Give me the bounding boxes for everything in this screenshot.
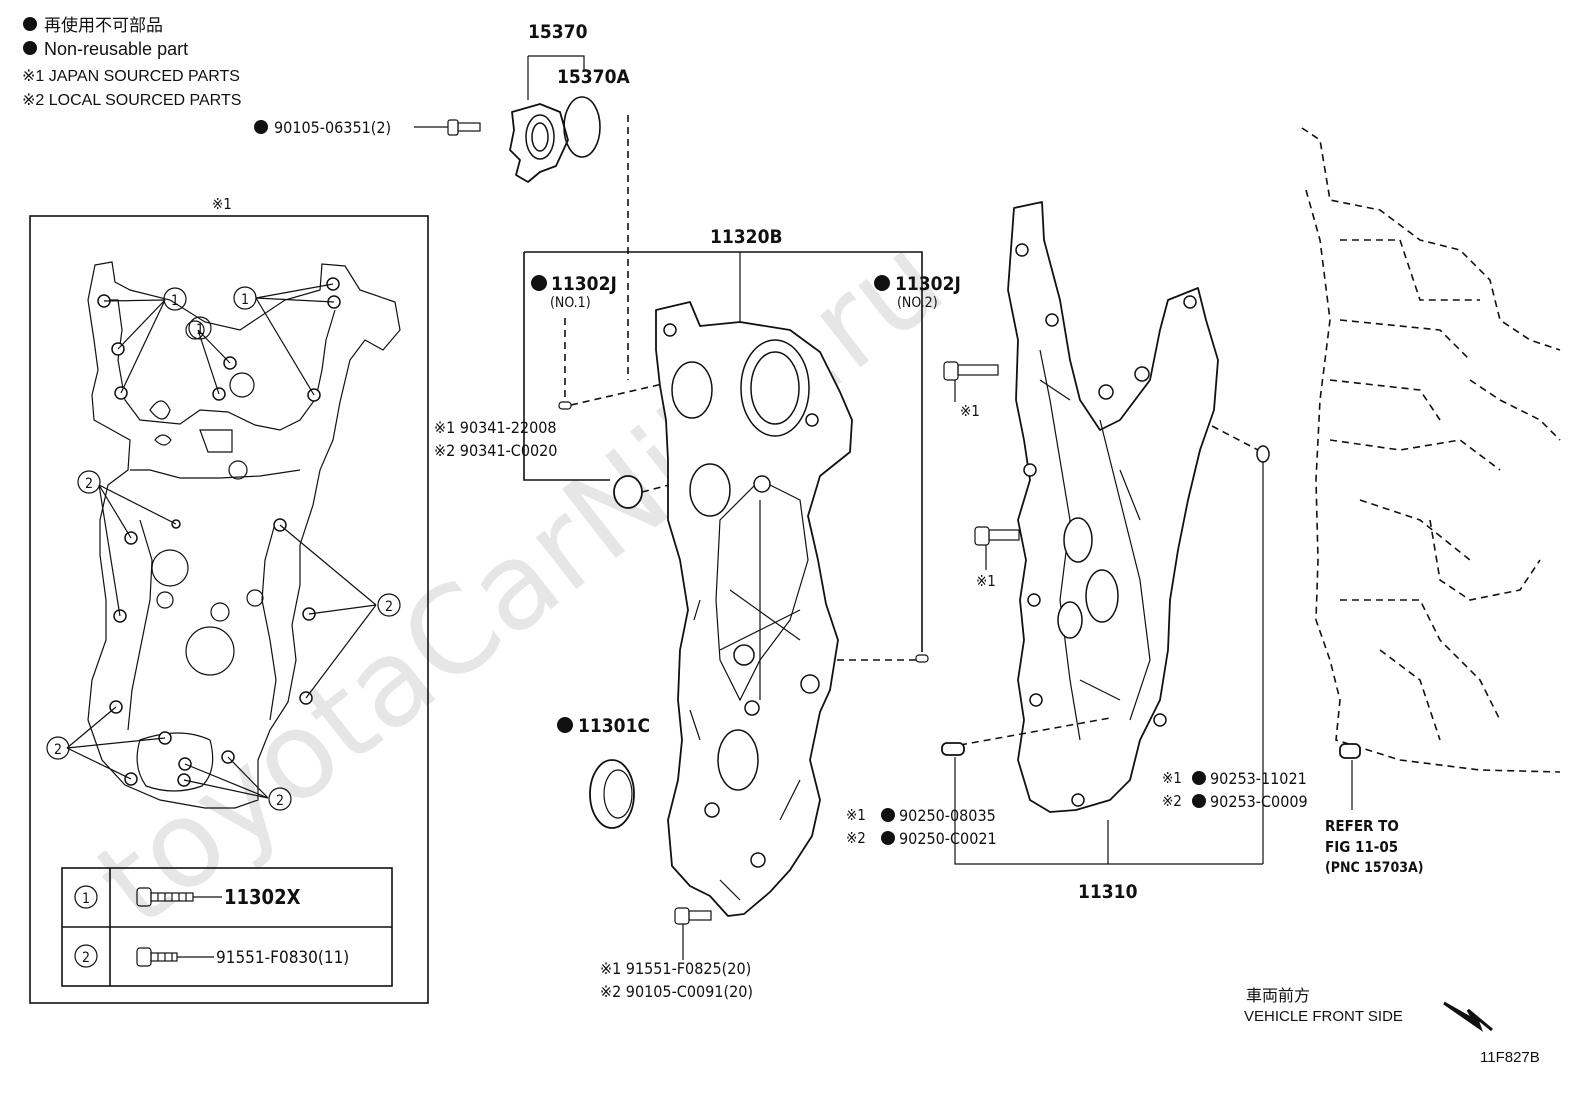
inset-table: 1 11302X 2 91551-F0830(11) — [61, 867, 393, 987]
non-reusable-dot-icon — [881, 831, 895, 845]
label-90250-note-2: ※2 — [846, 829, 866, 847]
bolt-icon — [943, 361, 999, 381]
o-ring-15370a — [563, 96, 601, 158]
callout-2-label: 2 — [85, 476, 93, 492]
label-11301c: 11301C — [578, 715, 650, 737]
non-reusable-dot-icon — [1192, 794, 1206, 808]
label-group-11320b: 11320B — [523, 226, 923, 652]
bolt-note-b: ※1 — [974, 526, 1020, 590]
part-91551-f0825: ※1 91551-F0825(20) ※2 90105-C0091(20) — [600, 907, 753, 1001]
label-11320b: 11320B — [710, 226, 783, 248]
part-11301c: 11301C — [557, 715, 650, 829]
label-refer-1: REFER TO — [1325, 817, 1399, 835]
legend-non-reusable-en: Non-reusable part — [44, 39, 188, 59]
timing-chain-cover — [655, 301, 853, 917]
front-label-en: VEHICLE FRONT SIDE — [1244, 1008, 1403, 1025]
part-90253: ※1 90253-11021 ※2 90253-C0009 — [1162, 769, 1308, 811]
inset-frame — [29, 215, 429, 1004]
callout-2-label: 2 — [385, 599, 393, 615]
part-90105-06351: 90105-06351(2) — [254, 118, 481, 137]
inset-leaders — [66, 283, 377, 799]
label-15370a: 15370A — [557, 66, 630, 88]
vehicle-front-indicator: 車両前方 VEHICLE FRONT SIDE — [1244, 987, 1493, 1032]
bolt-icon — [974, 526, 1020, 546]
inset-callouts: 1 1 1 2 2 2 2 — [46, 286, 401, 811]
non-reusable-dot-icon — [874, 275, 890, 291]
non-reusable-dot-icon — [254, 120, 268, 134]
label-90105-c0091: ※2 90105-C0091(20) — [600, 982, 753, 1001]
timing-chain-case-11310 — [959, 201, 1270, 864]
label-bolt-note-b: ※1 — [976, 572, 996, 590]
plug-15703a-icon — [1339, 743, 1361, 759]
label-90250-c0021: 90250-C0021 — [899, 829, 997, 848]
inset-title: ※1 — [212, 195, 232, 213]
label-90253-11021: 90253-11021 — [1210, 769, 1307, 788]
label-90341-2: ※2 90341-C0020 — [434, 441, 557, 460]
label-11302j-no1: 11302J — [551, 273, 617, 295]
label-90105-06351: 90105-06351(2) — [274, 118, 391, 137]
non-reusable-dot-icon — [1192, 771, 1206, 785]
part-15370: 15370 15370A — [509, 21, 630, 380]
table-row-2-ref: 2 — [82, 950, 90, 966]
inset-panel: ※1 — [29, 195, 429, 1004]
legend: 再使用不可部品 Non-reusable part ※1 JAPAN SOURC… — [22, 15, 241, 109]
front-arrow-icon — [1443, 1001, 1493, 1032]
front-label-jp: 車両前方 — [1246, 987, 1310, 1005]
label-refer-3: (PNC 15703A) — [1325, 860, 1423, 876]
label-90250-08035: 90250-08035 — [899, 806, 996, 825]
legend-note-1: ※1 JAPAN SOURCED PARTS — [22, 68, 240, 85]
label-90253-c0009: 90253-C0009 — [1210, 792, 1308, 811]
oil-seal-icon — [589, 759, 635, 829]
engine-block-outline: REFER TO FIG 11-05 (PNC 15703A) — [1301, 127, 1561, 876]
non-reusable-dot-icon — [531, 275, 547, 291]
part-90341: ※1 90341-22008 ※2 90341-C0020 — [434, 418, 709, 509]
plug-icon — [613, 475, 643, 509]
callout-1-label: 1 — [196, 322, 204, 338]
table-row-2-part: 91551-F0830(11) — [216, 948, 349, 968]
non-reusable-dot-icon — [557, 717, 573, 733]
label-91551-f0825: ※1 91551-F0825(20) — [600, 959, 751, 978]
label-15370: 15370 — [528, 21, 588, 43]
label-11302j-no2: 11302J — [895, 273, 961, 295]
label-90341-1: ※1 90341-22008 — [434, 418, 557, 437]
label-11310: 11310 — [1078, 881, 1138, 903]
label-11302j-no2-sub: (NO.2) — [897, 295, 938, 311]
label-bolt-note-a: ※1 — [960, 402, 980, 420]
label-90250-note-1: ※1 — [846, 806, 866, 824]
callout-2-label: 2 — [54, 742, 62, 758]
inset-case-outline — [87, 261, 401, 809]
figure-code: 11F827B — [1480, 1049, 1540, 1066]
non-reusable-dot-icon — [881, 808, 895, 822]
watermark: toyotaCarNihe.ru — [72, 210, 968, 953]
callout-1-label: 1 — [171, 293, 179, 309]
callout-2-label: 2 — [276, 793, 284, 809]
label-90253-note-1: ※1 — [1162, 769, 1182, 787]
bolt-icon — [447, 119, 481, 136]
non-reusable-dot-icon — [23, 41, 37, 55]
table-row-1-ref: 1 — [82, 891, 90, 907]
label-refer-2: FIG 11-05 — [1325, 838, 1398, 856]
part-11302j-no2: 11302J (NO.2) — [832, 273, 961, 663]
legend-note-2: ※2 LOCAL SOURCED PARTS — [22, 92, 241, 109]
label-11302j-no1-sub: (NO.1) — [550, 295, 591, 311]
bolt-note-a: ※1 — [943, 361, 999, 420]
callout-1-label: 1 — [241, 292, 249, 308]
part-11302j-no1: 11302J (NO.1) — [531, 273, 681, 410]
table-row-1-part: 11302X — [224, 885, 301, 909]
bolt-icon — [136, 947, 178, 967]
legend-non-reusable-jp: 再使用不可部品 — [44, 15, 163, 35]
part-90250: ※1 90250-08035 ※2 90250-C0021 — [846, 742, 1263, 865]
dowel-pin-icon — [941, 742, 965, 756]
bolt-icon — [674, 907, 712, 925]
non-reusable-dot-icon — [23, 17, 37, 31]
label-90253-note-2: ※2 — [1162, 792, 1182, 810]
